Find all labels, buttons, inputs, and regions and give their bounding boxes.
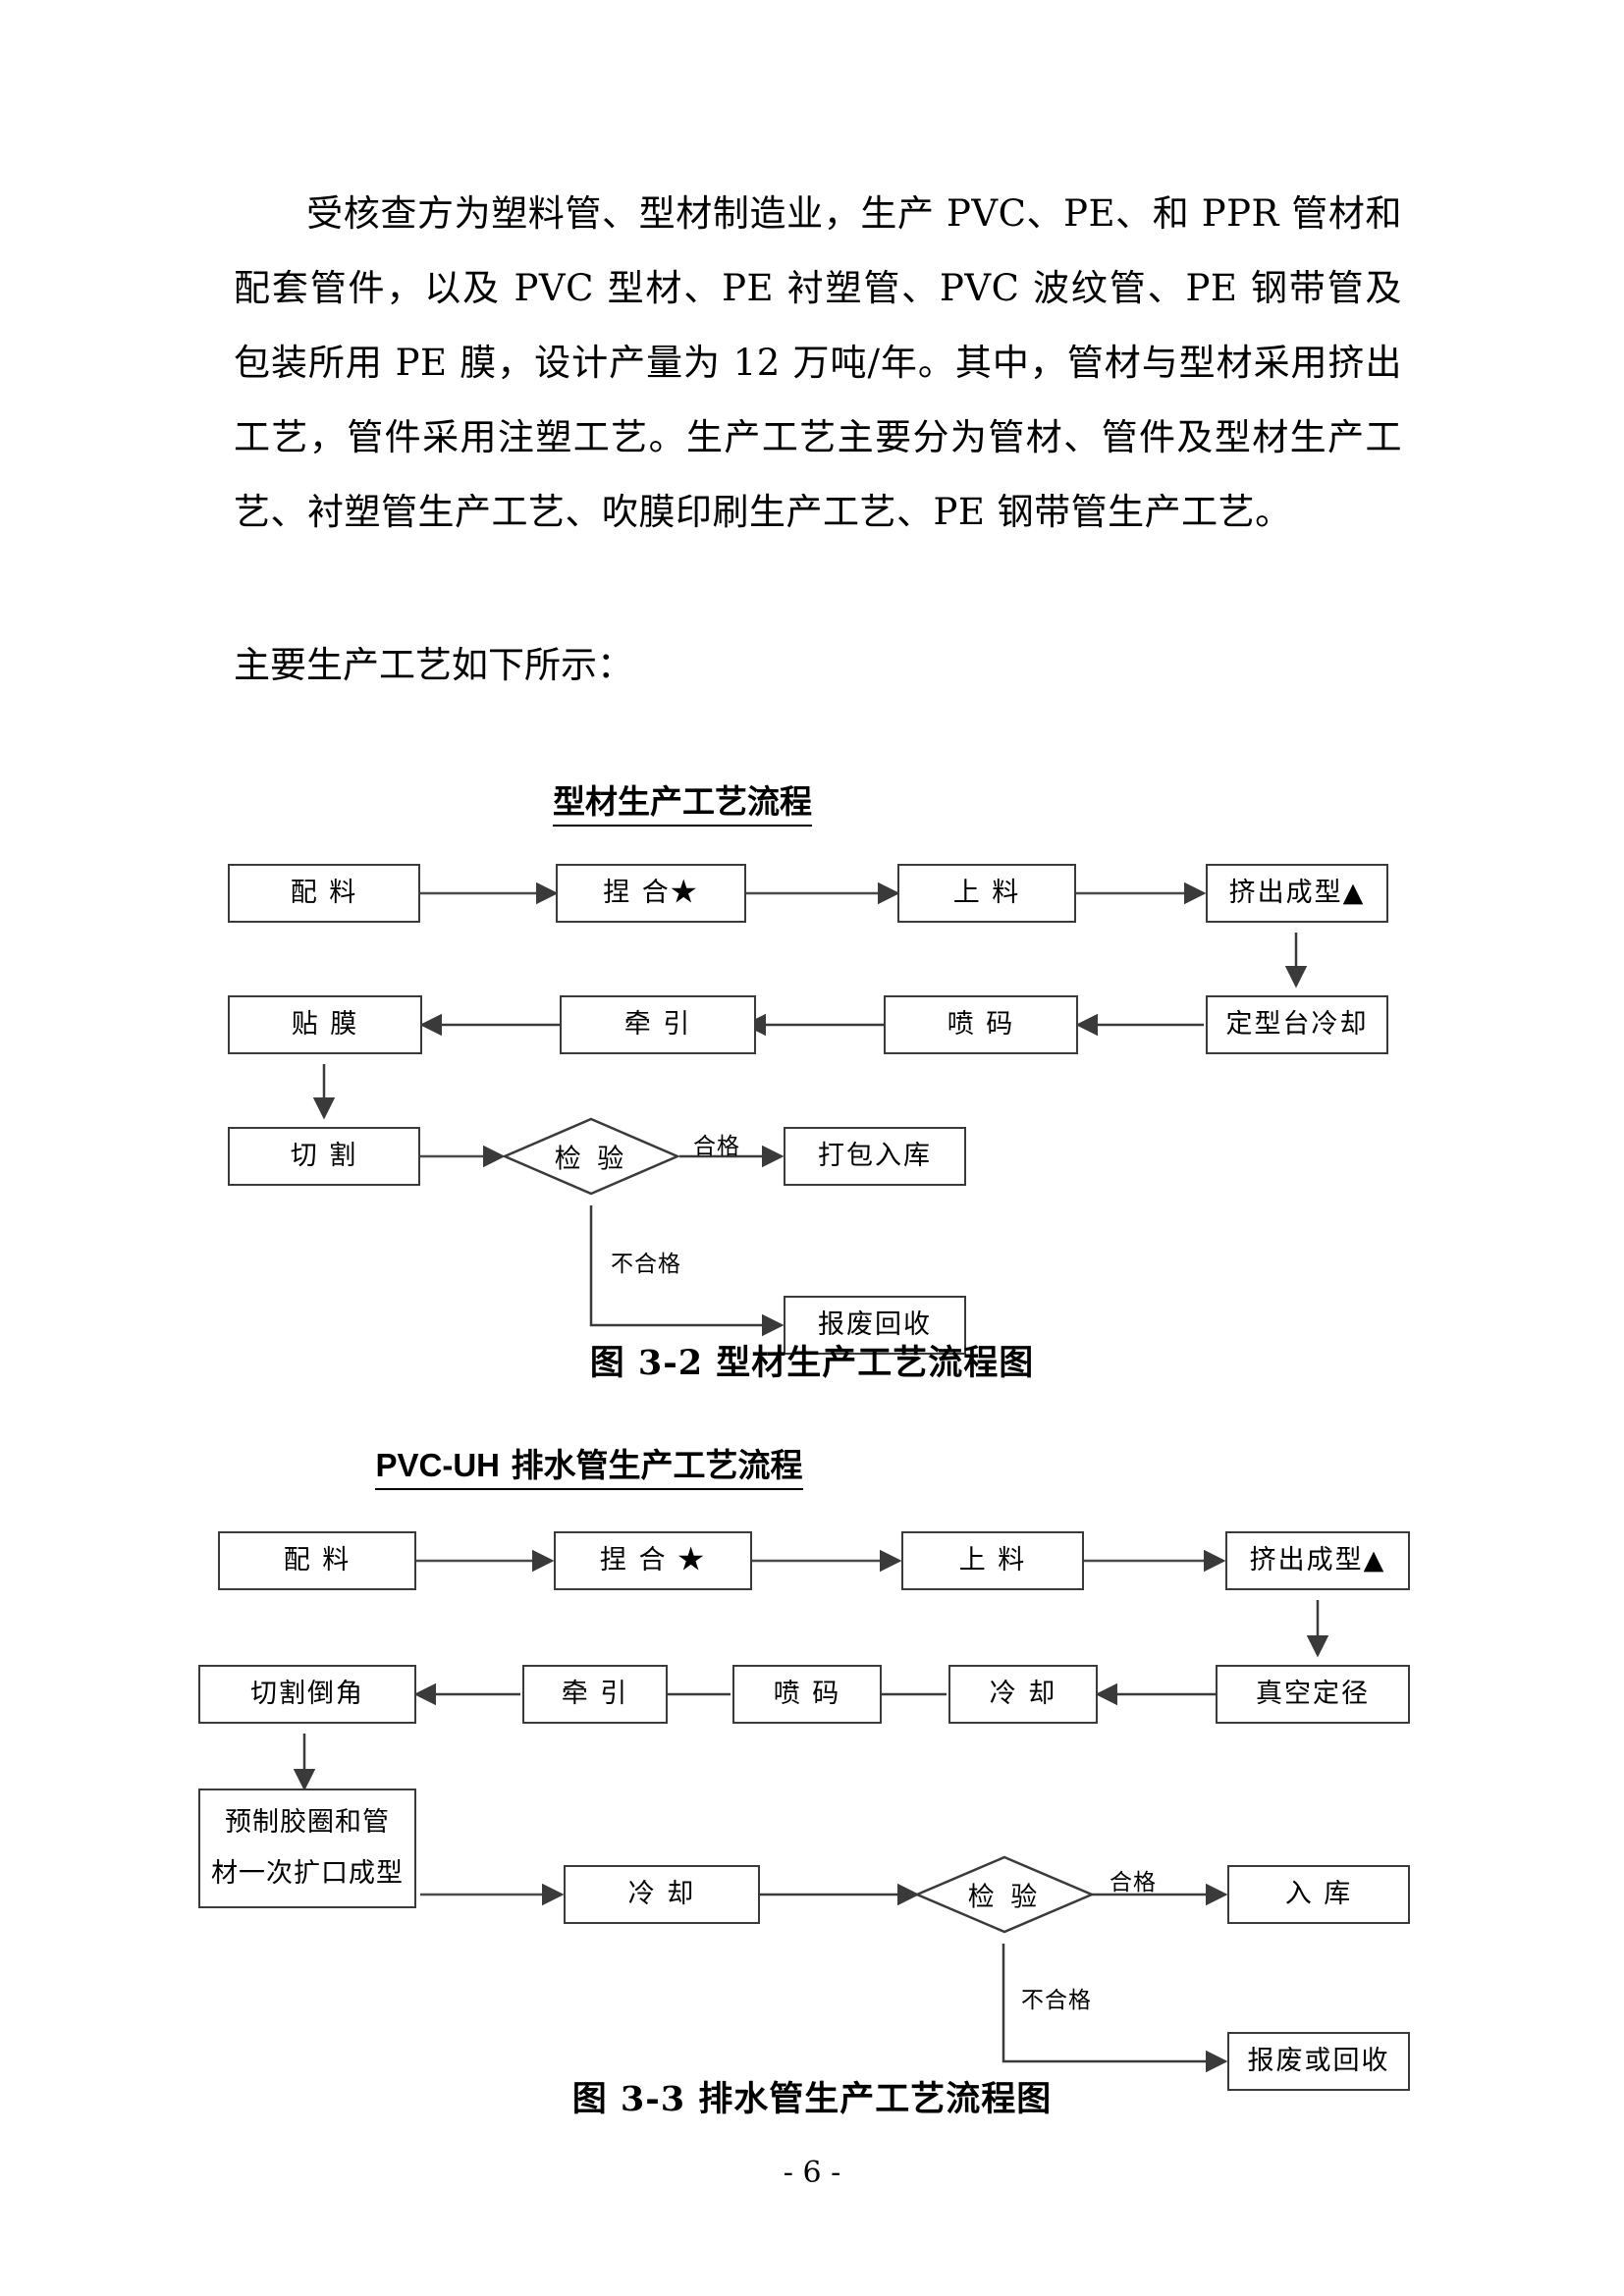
flow1-node-qiege[interactable]: 切 割 [228, 1127, 420, 1186]
flow2-node-shangliao[interactable]: 上 料 [901, 1531, 1084, 1590]
body-paragraph-1: 受核查方为塑料管、型材制造业，生产 PVC、PE、和 PPR 管材和配套管件，以… [234, 177, 1402, 550]
flow1-node-shangliao[interactable]: 上 料 [897, 864, 1076, 923]
flowchart2-caption: 图 3-3 排水管生产工艺流程图 [571, 2079, 1053, 2119]
flow2-node-penma[interactable]: 喷 码 [732, 1665, 882, 1724]
flow2-node-yuzhijiaoquan[interactable]: 预制胶圈和管 材一次扩口成型 [198, 1789, 416, 1908]
flow2-decision-jianyan[interactable]: 检 验 [915, 1855, 1094, 1934]
flow2-node-qianyin[interactable]: 牵 引 [522, 1665, 668, 1724]
flow1-node-niehe[interactable]: 捏 合★ [556, 864, 746, 923]
flow1-decision-label: 检 验 [554, 1144, 628, 1175]
paragraph-1-text: 受核查方为塑料管、型材制造业，生产 PVC、PE、和 PPR 管材和配套管件，以… [234, 192, 1402, 533]
paragraph-2-text: 主要生产工艺如下所示： [234, 644, 633, 686]
flow1-node-peiliao[interactable]: 配 料 [228, 864, 420, 923]
flow2-node-baofeihuohuishou[interactable]: 报废或回收 [1227, 2032, 1410, 2091]
flow1-node-penma[interactable]: 喷 码 [884, 995, 1078, 1054]
body-paragraph-2: 主要生产工艺如下所示： [234, 628, 1402, 703]
flow2-node-peiliao[interactable]: 配 料 [218, 1531, 416, 1590]
flow2-decision-label: 检 验 [967, 1882, 1042, 1913]
flow1-decision-jianyan[interactable]: 检 验 [503, 1117, 679, 1196]
flow2-node-jichuchengxing[interactable]: 挤出成型▲ [1225, 1531, 1410, 1590]
flowchart1-caption: 图 3-2 型材生产工艺流程图 [589, 1343, 1035, 1383]
flow1-node-dabaoruku[interactable]: 打包入库 [784, 1127, 966, 1186]
flow1-node-dingxingtailengque[interactable]: 定型台冷却 [1206, 995, 1388, 1054]
flowchart2-title: PVC-UH 排水管生产工艺流程 [375, 1439, 803, 1490]
flow2-node-lengque-2[interactable]: 冷 却 [564, 1865, 760, 1924]
page-number: - 6 - [783, 2156, 841, 2190]
flow2-edge-label-fail: 不合格 [1021, 1988, 1092, 2013]
flow2-edge-label-pass: 合格 [1110, 1870, 1157, 1896]
flow1-node-baofeihuishou[interactable]: 报废回收 [784, 1296, 966, 1355]
flow2-node-lengque-1[interactable]: 冷 却 [948, 1665, 1098, 1724]
flowchart2-title-prefix: PVC-UH [375, 1447, 500, 1483]
flow2-node-yuzhijiaoquan-line2: 材一次扩口成型 [211, 1858, 404, 1889]
flow1-edge-label-pass: 合格 [693, 1134, 740, 1159]
flow1-node-tiemo[interactable]: 贴 膜 [228, 995, 422, 1054]
flow2-node-yuzhijiaoquan-line1: 预制胶圈和管 [225, 1807, 390, 1838]
flow2-node-ruku[interactable]: 入 库 [1227, 1865, 1410, 1924]
flow1-node-jichuchengxing[interactable]: 挤出成型▲ [1206, 864, 1388, 923]
flowchart1-title: 型材生产工艺流程 [553, 775, 812, 827]
flow2-node-qiegedaojiao[interactable]: 切割倒角 [198, 1665, 416, 1724]
flow1-edge-label-fail: 不合格 [611, 1252, 681, 1277]
flow2-node-niehe[interactable]: 捏 合 ★ [554, 1531, 752, 1590]
flow2-node-zhenkongdingjing[interactable]: 真空定径 [1216, 1665, 1410, 1724]
flowchart2-title-rest: 排水管生产工艺流程 [500, 1446, 803, 1484]
flow1-node-qianyin[interactable]: 牵 引 [560, 995, 756, 1054]
